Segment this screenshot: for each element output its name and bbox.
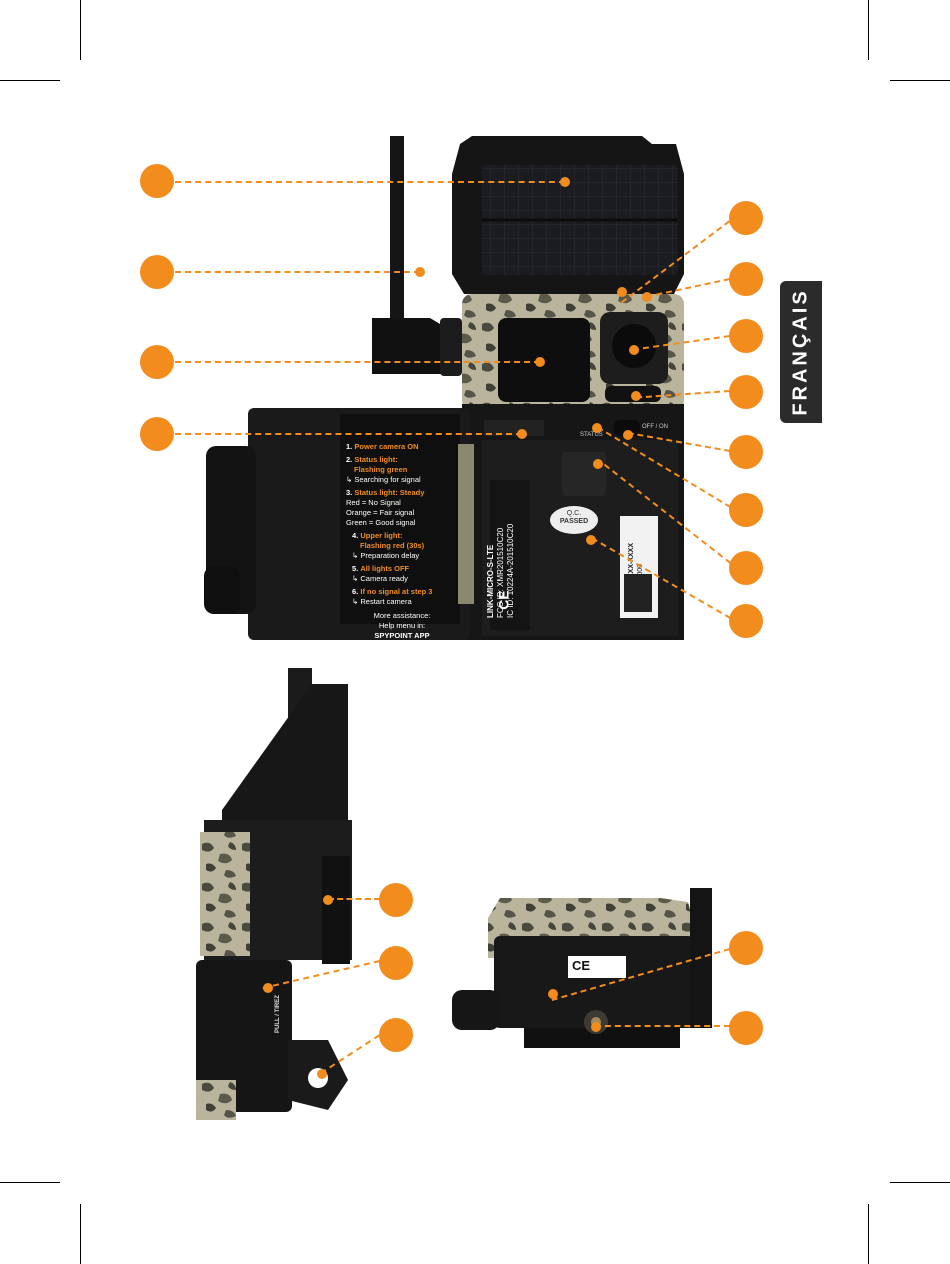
step-6: 6. If no signal at step 3↳ Restart camer… (352, 587, 433, 606)
language-tab: FRANÇAIS (780, 281, 822, 423)
callout-pin (642, 292, 652, 302)
callout-leader (595, 1025, 730, 1027)
ce-mark: CE (495, 590, 512, 610)
step-line: Red = No Signal (346, 498, 401, 507)
step-line: Orange = Fair signal (346, 508, 415, 517)
callout-dot (729, 319, 763, 353)
qc-line: Q.C. (566, 510, 582, 517)
step-line: Green = Good signal (346, 518, 416, 527)
bottom-ce-mark: CE (572, 958, 591, 973)
callout-dot (140, 417, 174, 451)
callout-pin (517, 429, 527, 439)
status-label: STATUS (580, 432, 603, 438)
callout-pin (535, 357, 545, 367)
step-note: Camera ready (360, 574, 408, 583)
crop-mark (890, 80, 950, 81)
instruction-card: 1. Power camera ON 2. Status light:Flash… (346, 442, 458, 641)
footer-line: Help menu in: (378, 621, 426, 630)
callout-dot (729, 493, 763, 527)
crop-mark (0, 80, 60, 81)
step-note: Preparation delay (360, 551, 420, 560)
callout-pin (560, 177, 570, 187)
callout-leader (175, 181, 565, 183)
callout-dot (379, 1018, 413, 1052)
step-2: 2. Status light:Flashing green↳ Searchin… (346, 455, 421, 484)
footer-line: More assistance: (373, 611, 431, 620)
crop-mark (890, 1182, 950, 1183)
callout-dot (140, 345, 174, 379)
step-num: 3. (346, 488, 353, 497)
callout-pin (323, 895, 333, 905)
antenna (372, 136, 462, 376)
step-num: 1. (346, 442, 353, 451)
callout-dot (729, 201, 763, 235)
crop-mark (80, 1204, 81, 1264)
step-title: Status light: Steady (354, 488, 425, 497)
callout-pin (548, 989, 558, 999)
callout-dot (379, 946, 413, 980)
step-title: Status light: (354, 455, 398, 464)
solar-panel (452, 136, 684, 294)
callout-dot (140, 164, 174, 198)
step-1: 1. Power camera ON (346, 442, 458, 452)
step-num: 6. (352, 587, 359, 596)
callout-pin (263, 983, 273, 993)
callout-dot (729, 262, 763, 296)
step-title-2: Flashing green (354, 465, 408, 474)
step-title-2: Flashing red (30s) (360, 541, 425, 550)
crop-mark (80, 0, 81, 60)
callout-dot (729, 551, 763, 585)
card-footer: More assistance: Help menu in: SPYPOINT … (346, 611, 458, 641)
step-note: Searching for signal (354, 475, 421, 484)
callout-leader (175, 271, 420, 273)
crop-mark (868, 1204, 869, 1264)
crop-mark (0, 1182, 60, 1183)
step-5: 5. All lights OFF↳ Camera ready (352, 564, 410, 583)
callout-pin (591, 1022, 601, 1032)
callout-pin (586, 535, 596, 545)
serial-number-2: 000000000 (637, 563, 644, 599)
step-num: 2. (346, 455, 353, 464)
callout-dot (729, 604, 763, 638)
callout-pin (317, 1069, 327, 1079)
callout-dot (729, 1011, 763, 1045)
footer-line: SPYPOINT APP (374, 631, 430, 640)
step-note: Restart camera (360, 597, 412, 606)
callout-leader (328, 898, 380, 900)
step-num: 5. (352, 564, 359, 573)
bottom-view (452, 888, 712, 1048)
step-4: 4. Upper light:Flashing red (30s)↳ Prepa… (352, 531, 425, 560)
open-door (204, 408, 474, 640)
callout-dot (379, 883, 413, 917)
callout-pin (592, 423, 602, 433)
callout-dot (729, 931, 763, 965)
switch-label: OFF / ON (642, 424, 668, 430)
step-title: Upper light: (360, 531, 403, 540)
model-name: LINK-MICRO-S-LTE (486, 544, 495, 618)
callout-pin (415, 267, 425, 277)
side-view (196, 668, 352, 1120)
callout-leader (175, 361, 540, 363)
callout-pin (617, 287, 627, 297)
qc-sticker: Q.C. PASSED (552, 510, 596, 526)
battery-compartment (482, 420, 678, 636)
callout-dot (729, 435, 763, 469)
callout-pin (631, 391, 641, 401)
qc-line: PASSED (559, 518, 589, 525)
callout-dot (729, 375, 763, 409)
step-title: If no signal at step 3 (360, 587, 433, 596)
callout-pin (593, 459, 603, 469)
callout-pin (629, 345, 639, 355)
callout-dot (140, 255, 174, 289)
callout-pin (623, 430, 633, 440)
crop-mark (868, 0, 869, 60)
step-title: All lights OFF (360, 564, 410, 573)
step-num: 4. (352, 531, 359, 540)
step-title: Power camera ON (354, 442, 419, 451)
callout-leader (175, 433, 522, 435)
